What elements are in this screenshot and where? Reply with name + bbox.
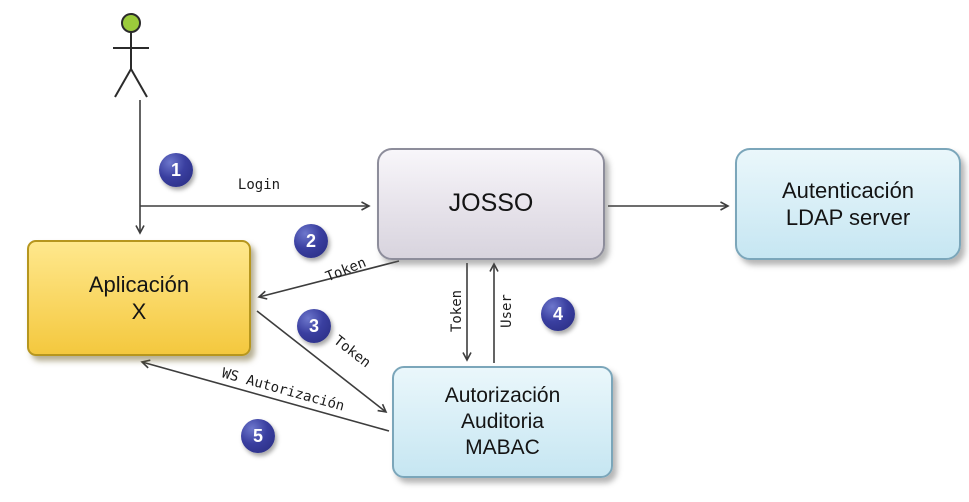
step-badge-1: 1 (159, 153, 193, 187)
actor-leg-right (130, 68, 148, 98)
edge-label-login: Login (237, 177, 281, 193)
actor-figure (113, 13, 149, 98)
actor-head (121, 13, 141, 33)
node-ldap-label-line1: Autenticación (781, 177, 915, 203)
node-app-label-line1: Aplicación (88, 271, 190, 297)
node-ldap-server: Autenticación LDAP server (735, 148, 961, 260)
step-badge-5: 5 (241, 419, 275, 453)
edge-label-token-vertical: Token (449, 289, 465, 333)
node-mabac-label-line3: MABAC (465, 436, 540, 460)
node-mabac-label-line1: Autorización (444, 383, 561, 407)
actor-leg-left (114, 68, 132, 98)
edge-label-user-vertical: User (499, 294, 515, 328)
step-badge-2: 2 (294, 224, 328, 258)
step-badge-3: 3 (297, 309, 331, 343)
node-mabac-label-line2: Auditoria (461, 409, 544, 433)
step-badge-4: 4 (541, 297, 575, 331)
node-app-label-line2: X (131, 299, 147, 324)
node-josso: JOSSO (377, 148, 605, 260)
node-aplicacion-x: Aplicación X (27, 240, 251, 356)
node-josso-label: JOSSO (448, 189, 534, 218)
node-ldap-label-line2: LDAP server (785, 205, 911, 230)
arrow-token-josso-to-app (257, 260, 400, 300)
node-mabac: Autorización Auditoria MABAC (392, 366, 613, 478)
arrow-ws-mabac-to-app (140, 359, 390, 432)
arrow-token-app-to-mabac (256, 310, 388, 414)
